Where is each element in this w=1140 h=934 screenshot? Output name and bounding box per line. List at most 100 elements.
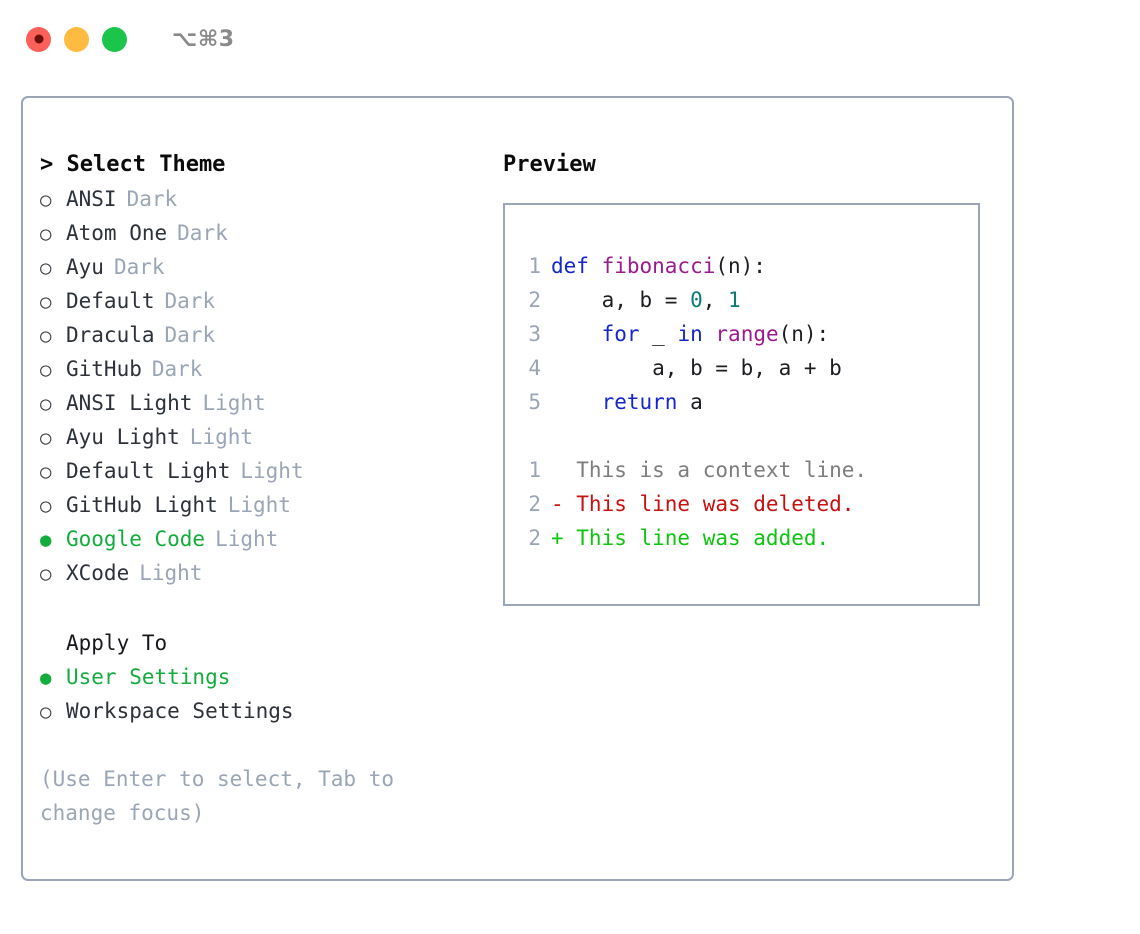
theme-option-variant-badge: Light [189, 425, 254, 449]
code-token-plain: a [677, 390, 703, 414]
code-token-num: 0 [690, 288, 703, 312]
code-line-text: return a [551, 385, 703, 419]
close-button[interactable] [26, 26, 51, 52]
code-token-fn: fibonacci [601, 254, 716, 278]
code-line-number: 3 [528, 322, 541, 346]
theme-option-variant-badge: Dark [126, 187, 178, 211]
radio-selected-icon: ● [40, 667, 52, 689]
code-token-kw: return [601, 390, 678, 414]
theme-option-variant-badge: Dark [164, 289, 216, 313]
theme-option-default-light[interactable]: ○ Default Light Light [40, 454, 490, 488]
code-token-plain [551, 390, 602, 414]
theme-option-variant-badge: Light [215, 527, 279, 551]
code-token-kw: in [677, 322, 703, 346]
code-line-number: 5 [528, 390, 541, 414]
diff-line-text: + This line was added. [551, 526, 830, 550]
theme-option-variant-badge: Light [240, 459, 304, 483]
theme-option-label: ANSI Light [66, 391, 193, 415]
code-line: 5 return a [505, 385, 978, 419]
apply-to-heading: ○ Apply To [40, 626, 490, 660]
code-token-plain: (n): [715, 254, 766, 278]
theme-option-label: GitHub Light [66, 493, 218, 517]
radio-unselected-icon: ○ [40, 701, 52, 723]
code-line-number: 2 [528, 288, 541, 312]
code-line: 4 a, b = b, a + b [505, 351, 978, 385]
title-bar: ⌥⌘3 [0, 0, 1140, 78]
diff-line-deleted: 2 - This line was deleted. [505, 487, 978, 521]
theme-option-variant-badge: Light [139, 561, 203, 585]
apply-to-option-label: User Settings [66, 665, 231, 689]
radio-unselected-icon: ○ [40, 189, 52, 211]
theme-option-label: XCode [66, 561, 130, 585]
diff-line-text: This is a context line. [551, 458, 868, 482]
radio-unselected-icon: ○ [40, 291, 52, 313]
diff-line-text: - This line was deleted. [551, 492, 855, 516]
radio-unselected-icon: ○ [40, 257, 52, 279]
apply-to-option-user-settings[interactable]: ● User Settings [40, 660, 490, 694]
code-line: 1 def fibonacci(n): [505, 249, 978, 283]
code-token-fn: range [715, 322, 779, 346]
theme-option-variant-badge: Dark [177, 221, 228, 245]
code-line-number: 1 [528, 254, 541, 278]
code-line: 2 a, b = 0, 1 [505, 283, 978, 317]
code-token-num: 1 [728, 288, 741, 312]
radio-unselected-icon: ○ [40, 461, 52, 483]
diff-line-number: 1 [528, 458, 541, 482]
theme-option-label: Default [66, 289, 155, 313]
code-line-text: for _ in range(n): [551, 317, 830, 351]
code-line-text: a, b = b, a + b [551, 351, 842, 385]
select-theme-heading: > Select Theme [40, 152, 226, 177]
theme-option-variant-badge: Light [227, 493, 291, 517]
theme-option-label: Google Code [66, 527, 206, 551]
theme-option-label: Ayu Light [66, 425, 180, 449]
section-spacer [40, 590, 490, 626]
theme-option-label: Ayu [66, 255, 104, 279]
minimize-button[interactable] [64, 26, 89, 52]
group-marker-placeholder: ○ [40, 627, 66, 661]
radio-unselected-icon: ○ [40, 325, 52, 347]
theme-option-variant-badge: Dark [113, 255, 165, 279]
apply-to-option-list[interactable]: ● User Settings ○Workspace Settings [40, 660, 490, 728]
zoom-button[interactable] [102, 26, 127, 52]
radio-unselected-icon: ○ [40, 359, 52, 381]
diff-sample: 1 This is a context line. 2 - This line wa… [505, 453, 978, 555]
apply-to-label: Apply To [66, 631, 168, 655]
diff-line-number: 2 [528, 492, 541, 516]
theme-option-label: GitHub [66, 357, 142, 381]
code-line-text: def fibonacci(n): [551, 249, 766, 283]
theme-option-ayu-light[interactable]: ○ Ayu Light Light [40, 420, 490, 454]
code-line-text: a, b = 0, 1 [551, 283, 741, 317]
theme-option-default[interactable]: ○ Default Dark [40, 284, 490, 318]
code-token-plain [703, 322, 716, 346]
window-controls [26, 26, 127, 52]
keyboard-hint-text: (Use Enter to select, Tab to change focu… [40, 767, 407, 825]
radio-unselected-icon: ○ [40, 427, 52, 449]
theme-option-variant-badge: Dark [164, 323, 216, 347]
code-line: 3 for _ in range(n): [505, 317, 978, 351]
diff-line-added: 2+ This line was added. [505, 521, 978, 555]
keyboard-shortcut-label: ⌥⌘3 [172, 26, 235, 52]
code-token-plain: a, b = b, a + b [551, 356, 842, 380]
preview-heading: Preview [503, 152, 596, 177]
code-token-plain: a, b = [551, 288, 691, 312]
theme-option-ayu[interactable]: ○ Ayu Dark [40, 250, 490, 284]
code-token-plain [551, 322, 602, 346]
diff-line-context: 1 This is a context line. [505, 453, 978, 487]
apply-to-option-workspace-settings[interactable]: ○Workspace Settings [40, 694, 490, 728]
theme-option-label: Default Light [66, 459, 231, 483]
code-token-plain: _ [639, 322, 678, 346]
